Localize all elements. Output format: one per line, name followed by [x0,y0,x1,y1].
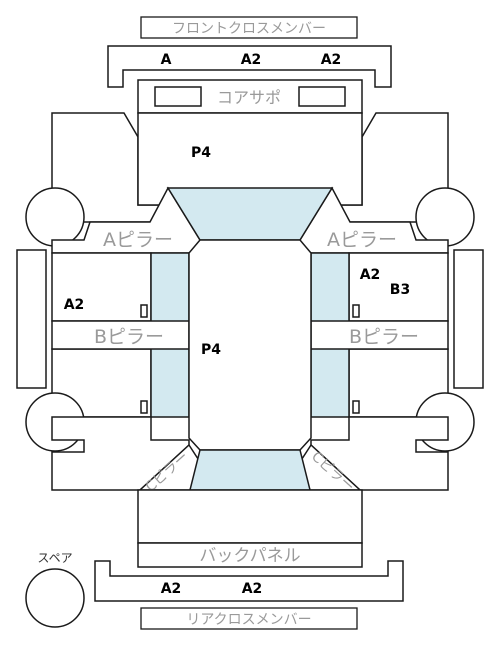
rear-quarter-right [310,416,449,491]
back-panel-label: バックパネル [199,546,300,566]
b-pillar-left-label: Bピラー [94,326,164,348]
front-door-right [348,252,449,322]
right-side-code-b3: B3 [390,282,410,298]
headlight-left [154,86,202,107]
rear-cross-code-a2-right: A2 [242,581,263,597]
rear-quarter-left [51,416,190,491]
hood-code: P4 [191,145,211,161]
a-pillar-left-label: Aピラー [103,229,173,251]
door-handle-rear-right [352,400,360,414]
hood [137,112,363,206]
side-mirror-right [453,249,484,389]
front-cross-member [107,45,392,88]
core-support-label: コアサポ [217,88,281,107]
front-cross-code-a: A [161,52,172,68]
front-door-left [51,252,152,322]
front-cross-member-box [140,16,358,39]
back-panel [137,542,363,568]
trunk [137,489,363,544]
headlight-right [298,86,346,107]
door-handle-front-left [140,304,148,318]
front-cross-member-label: フロントクロスメンバー [172,21,326,37]
left-side-code: A2 [64,297,85,313]
door-handle-front-right [352,304,360,318]
right-side-code-a2: A2 [360,267,381,283]
front-wheel-right [415,187,475,247]
door-handle-rear-left [140,400,148,414]
a-pillar-right-label: Aピラー [327,229,397,251]
rear-cross-member [94,560,404,602]
side-mirror-left [16,249,47,389]
rear-cross-code-a2-left: A2 [161,581,182,597]
spare-label: スペア [37,551,72,565]
spare-tire [25,568,85,628]
front-cross-code-a2-right: A2 [321,52,342,68]
front-cross-code-a2-mid: A2 [241,52,262,68]
b-pillar-right-label: Bピラー [349,326,419,348]
front-wheel-left [25,187,85,247]
roof-code: P4 [201,342,221,358]
rear-cross-member-label: リアクロスメンバー [186,612,311,628]
rear-cross-member-box [140,607,358,630]
rear-window [189,449,311,491]
